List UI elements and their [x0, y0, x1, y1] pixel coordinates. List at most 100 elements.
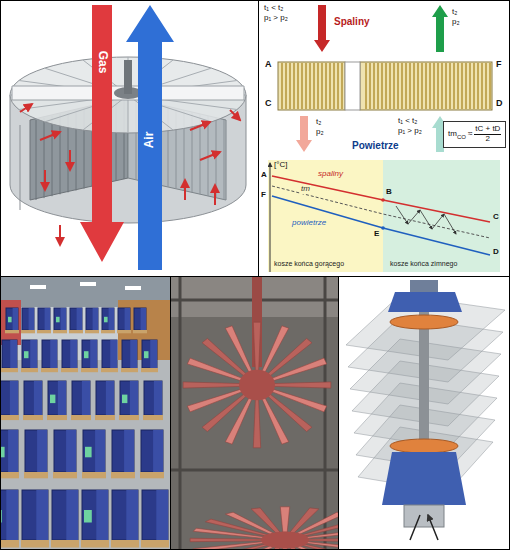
rotor-render — [339, 277, 509, 549]
curve-label: powietrze — [292, 219, 326, 228]
basket-stripe — [449, 63, 451, 109]
basket-side — [141, 308, 146, 330]
basket-tag — [1, 510, 2, 523]
heat-arrow — [396, 206, 408, 224]
lower-bearing — [382, 452, 466, 505]
basket-stripe — [421, 63, 423, 109]
rotor-fin — [307, 538, 338, 541]
floor — [1, 360, 170, 549]
basket-tag — [50, 395, 55, 404]
pallet — [37, 330, 51, 333]
basket-stripe — [469, 63, 471, 109]
housing-top — [10, 57, 246, 133]
frame-line — [0, 276, 510, 277]
heating-basket — [62, 340, 77, 368]
rotor-fin — [183, 382, 241, 388]
heating-basket — [2, 340, 17, 368]
flow-schematic — [268, 5, 500, 272]
pallet — [95, 415, 115, 420]
pallet — [24, 472, 48, 478]
air-curve — [272, 196, 490, 255]
heating-basket — [144, 381, 162, 415]
rotor-fin — [301, 544, 338, 549]
basket-stripe — [317, 63, 319, 109]
rotor-hub — [261, 532, 309, 549]
heating-basket — [122, 340, 137, 368]
hot-end-basket — [278, 62, 345, 110]
basket-stripe — [297, 63, 299, 109]
heating-basket — [86, 308, 98, 330]
pallet — [53, 330, 67, 333]
heating-basket — [52, 490, 78, 540]
rotor-fin — [187, 358, 243, 381]
basket-stripe — [321, 63, 323, 109]
flow-arrow — [190, 122, 210, 130]
pallet — [140, 472, 164, 478]
heating-basket — [102, 340, 117, 368]
point-letter: A — [261, 171, 267, 180]
basket-stripe — [413, 63, 415, 109]
rotor-fin — [262, 326, 289, 373]
basket-stripe — [337, 63, 339, 109]
pallet — [1, 540, 19, 548]
point-letter: F — [261, 191, 266, 200]
zone-label: kosze końca gorącego — [274, 260, 344, 268]
basket-side — [30, 340, 37, 368]
point-letter: A — [265, 60, 272, 70]
flow-arrow — [69, 150, 71, 170]
basket-side — [153, 430, 163, 472]
heating-basket — [112, 430, 134, 472]
condition-text: t₁ < t₂ — [398, 117, 417, 126]
basket-tag — [122, 395, 127, 404]
basket-side — [77, 308, 82, 330]
condition-text: p₁ > p₂ — [264, 14, 288, 23]
basket-side — [66, 430, 76, 472]
basket-side — [130, 340, 137, 368]
pallet — [81, 368, 98, 372]
zone-label: kosze końca zimnego — [390, 260, 457, 268]
basket-stripe — [457, 63, 459, 109]
formula-text: ≈ — [468, 130, 472, 139]
heating-basket — [141, 430, 163, 472]
basket-side — [37, 430, 47, 472]
basket-stripe — [481, 63, 483, 109]
basket-side — [61, 308, 66, 330]
drive-base — [404, 505, 444, 527]
basket-stripe — [313, 63, 315, 109]
pallet — [1, 415, 19, 420]
basket-side — [70, 340, 77, 368]
basket-side — [156, 490, 168, 540]
upper-bearing — [388, 292, 462, 312]
frame-line — [258, 0, 259, 277]
basket-stripe — [293, 63, 295, 109]
basket-stripe — [393, 63, 395, 109]
heating-basket — [42, 340, 57, 368]
flow-arrow — [20, 104, 32, 112]
basket-stripe — [445, 63, 447, 109]
light — [80, 282, 96, 286]
basket-stripe — [405, 63, 407, 109]
rotor-fin — [296, 546, 338, 549]
heating-basket — [82, 340, 97, 368]
basket-stripe — [224, 120, 225, 200]
basket-side — [125, 308, 130, 330]
basket-stripe — [385, 63, 387, 109]
rotor-fin — [187, 389, 243, 412]
gas-arrow — [80, 5, 124, 262]
point-letter: B — [386, 188, 392, 197]
heating-basket — [1, 490, 18, 540]
point — [381, 198, 385, 202]
basket-stripe — [409, 63, 411, 109]
heating-basket — [82, 490, 108, 540]
basket-side — [36, 490, 48, 540]
point-letter: F — [496, 60, 502, 70]
basket-side — [93, 308, 98, 330]
mean-curve — [272, 186, 490, 238]
rotor-fin — [253, 399, 260, 448]
bearing-cap — [410, 280, 438, 292]
basket-gap — [345, 62, 360, 110]
pallet — [53, 472, 77, 478]
